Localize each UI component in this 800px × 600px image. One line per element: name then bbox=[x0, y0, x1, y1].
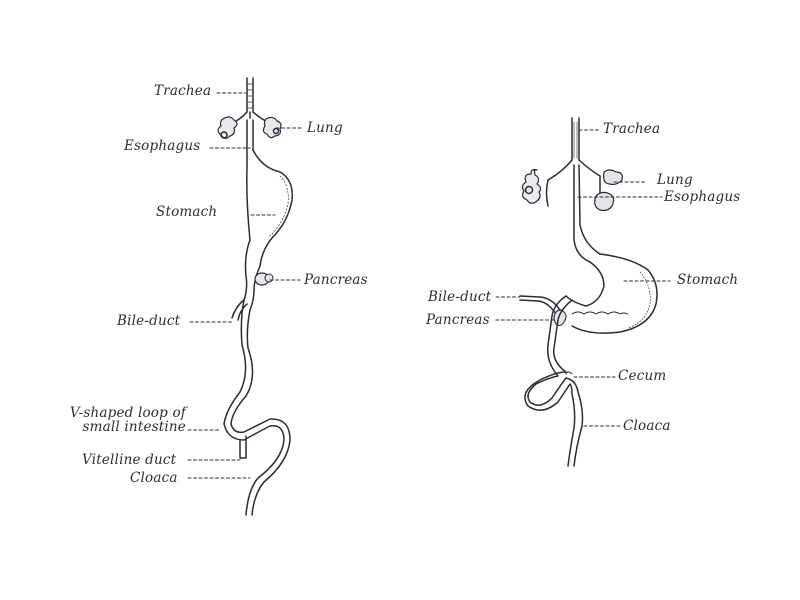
right-bile-duct bbox=[519, 295, 561, 315]
label-right-cecum: Cecum bbox=[618, 368, 667, 384]
left-vitelline-duct bbox=[239, 435, 247, 459]
label-right-trachea: Trachea bbox=[603, 121, 661, 137]
label-left-vitelline-duct: Vitelline duct bbox=[82, 452, 177, 468]
label-left-stomach: Stomach bbox=[156, 204, 218, 220]
label-right-cloaca: Cloaca bbox=[623, 418, 671, 434]
label-left-trachea: Trachea bbox=[154, 83, 212, 99]
label-right-lung: Lung bbox=[657, 172, 693, 188]
left-esophagus bbox=[246, 119, 254, 241]
right-lungs bbox=[521, 159, 623, 212]
label-left-cloaca: Cloaca bbox=[130, 470, 178, 486]
left-trachea bbox=[246, 77, 254, 113]
left-lungs bbox=[217, 111, 282, 139]
label-left-pancreas: Pancreas bbox=[304, 272, 368, 288]
label-right-bile-duct: Bile-duct bbox=[428, 289, 492, 305]
label-left-lung: Lung bbox=[307, 120, 343, 136]
label-left-v-loop-line2: small intestine bbox=[82, 419, 186, 435]
label-left-esophagus: Esophagus bbox=[124, 138, 201, 154]
left-intestine bbox=[223, 299, 291, 516]
leader-lines bbox=[187, 92, 671, 479]
right-figure bbox=[519, 117, 658, 467]
left-stomach bbox=[252, 149, 293, 267]
label-left-v-loop-line1: V-shaped loop of bbox=[69, 405, 186, 421]
left-pancreas bbox=[243, 239, 274, 311]
label-right-esophagus: Esophagus bbox=[664, 189, 741, 205]
right-stomach bbox=[565, 253, 658, 334]
right-trachea bbox=[571, 117, 580, 161]
left-bile-duct bbox=[231, 299, 248, 321]
label-left-bile-duct: Bile-duct bbox=[117, 313, 181, 329]
right-pancreas bbox=[553, 309, 567, 327]
right-intestine bbox=[524, 295, 584, 467]
label-right-stomach: Stomach bbox=[677, 272, 739, 288]
left-figure bbox=[217, 77, 293, 516]
label-right-pancreas: Pancreas bbox=[426, 312, 490, 328]
label-left-v-loop: V-shaped loop of small intestine bbox=[62, 406, 186, 434]
right-esophagus bbox=[573, 164, 601, 263]
